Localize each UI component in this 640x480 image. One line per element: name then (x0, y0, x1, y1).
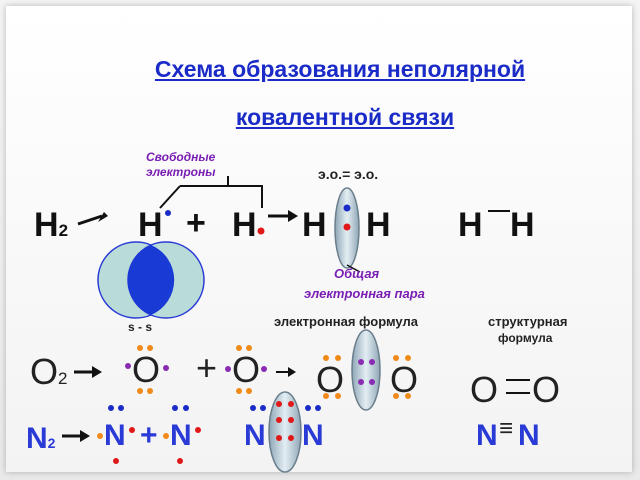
h-atom-left-electron (165, 210, 171, 216)
o-atom-left: O (132, 349, 161, 390)
n-shared-ellipse (268, 391, 302, 473)
h-shared-electron-red (343, 223, 351, 231)
h-struct-right: H (510, 206, 535, 244)
h-atom-right: H (232, 206, 257, 244)
h-atom-left: H (138, 206, 163, 244)
o-shared-ellipse (351, 329, 381, 411)
structural-formula-label-2: формула (498, 331, 553, 345)
n-struct-left: N (476, 419, 498, 452)
structural-formula-label-1: структурная (488, 314, 568, 329)
shared-pair-label-1: Общая (334, 266, 380, 281)
h-arrow-1 (77, 214, 103, 226)
slide-frame (6, 6, 632, 472)
h-pair-left: H (302, 206, 327, 244)
h-struct-left: H (458, 206, 483, 244)
title-line-1: Схема образования неполярной (154, 56, 526, 82)
n-plus: + (140, 419, 158, 452)
o-atom-right: O (232, 349, 261, 390)
eo-equal-label: э.о.= э.о. (318, 166, 379, 182)
h2-molecule: H2 (34, 206, 69, 244)
s-s-label: s - s (128, 320, 153, 334)
o-plus: + (196, 347, 218, 388)
o2-molecule: O2 (30, 351, 68, 392)
free-electrons-label-1: Свободные (146, 150, 216, 164)
electron-formula-label: электронная формула (274, 314, 418, 329)
n-triple-bond: ≡ (499, 415, 514, 442)
free-electrons-pointer (159, 185, 181, 209)
o-pair-left: O (316, 359, 345, 400)
o-struct-right: O (532, 369, 561, 410)
h-atom-right-electron (257, 227, 265, 235)
n-pair-right: N (302, 419, 324, 452)
n-atom-left: N (104, 419, 126, 452)
n-atom-right: N (170, 419, 192, 452)
free-electrons-bracket (227, 176, 263, 208)
o-struct-left: O (470, 369, 499, 410)
free-electrons-label-2: электроны (146, 165, 216, 179)
n-struct-right: N (518, 419, 540, 452)
shared-pair-label-2: электронная пара (304, 286, 425, 301)
title-line-2: ковалентной связи (235, 104, 455, 130)
h-pair-right: H (366, 206, 391, 244)
n-pair-left: N (244, 419, 266, 452)
h-plus: + (186, 204, 206, 242)
o-pair-right: O (390, 359, 419, 400)
n2-molecule: N2 (26, 422, 56, 455)
h-shared-electron-blue (343, 204, 351, 212)
